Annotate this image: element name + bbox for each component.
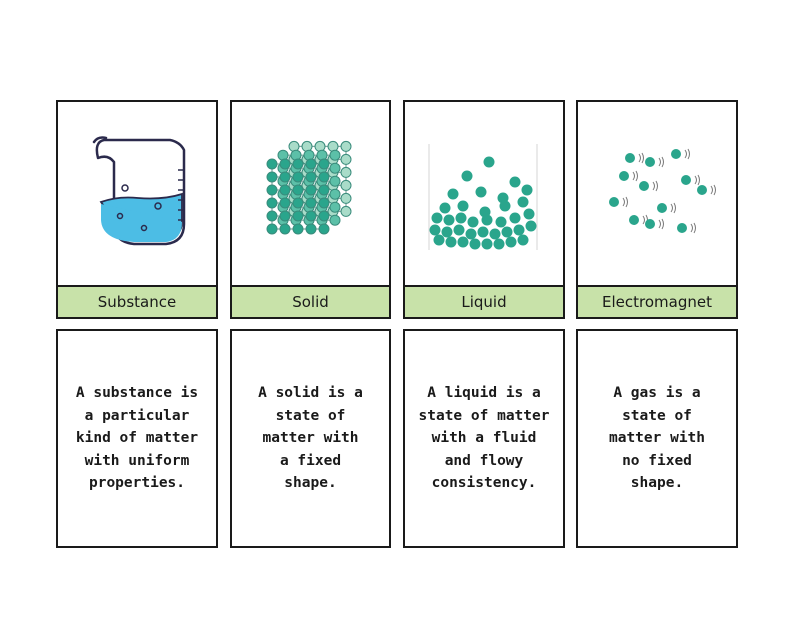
- definition-card-gas: A gas is a state of matter with no fixed…: [576, 329, 738, 548]
- solid-lattice-icon: [232, 102, 389, 286]
- liquid-particles-icon: [405, 102, 563, 286]
- definition-text: A substance is a particular kind of matt…: [75, 385, 199, 492]
- term-label: Liquid: [405, 285, 563, 317]
- definition-text: A solid is a state of matter with a fixe…: [258, 385, 363, 492]
- definition-card-solid: A solid is a state of matter with a fixe…: [230, 329, 391, 548]
- term-label: Substance: [58, 285, 216, 317]
- term-label: Solid: [232, 285, 389, 317]
- term-card-electromagnet: Electromagnet: [576, 100, 738, 319]
- definition-card-liquid: A liquid is a state of matter with a flu…: [403, 329, 565, 548]
- term-card-solid: Solid: [230, 100, 391, 319]
- definition-text: A liquid is a state of matter with a flu…: [418, 385, 550, 492]
- term-card-substance: Substance: [56, 100, 218, 319]
- term-card-liquid: Liquid: [403, 100, 565, 319]
- definition-text: A gas is a state of matter with no fixed…: [608, 385, 706, 492]
- gas-particles-icon: [578, 102, 736, 286]
- beaker-icon: [58, 102, 216, 286]
- definition-card-substance: A substance is a particular kind of matt…: [56, 329, 218, 548]
- term-label: Electromagnet: [578, 285, 736, 317]
